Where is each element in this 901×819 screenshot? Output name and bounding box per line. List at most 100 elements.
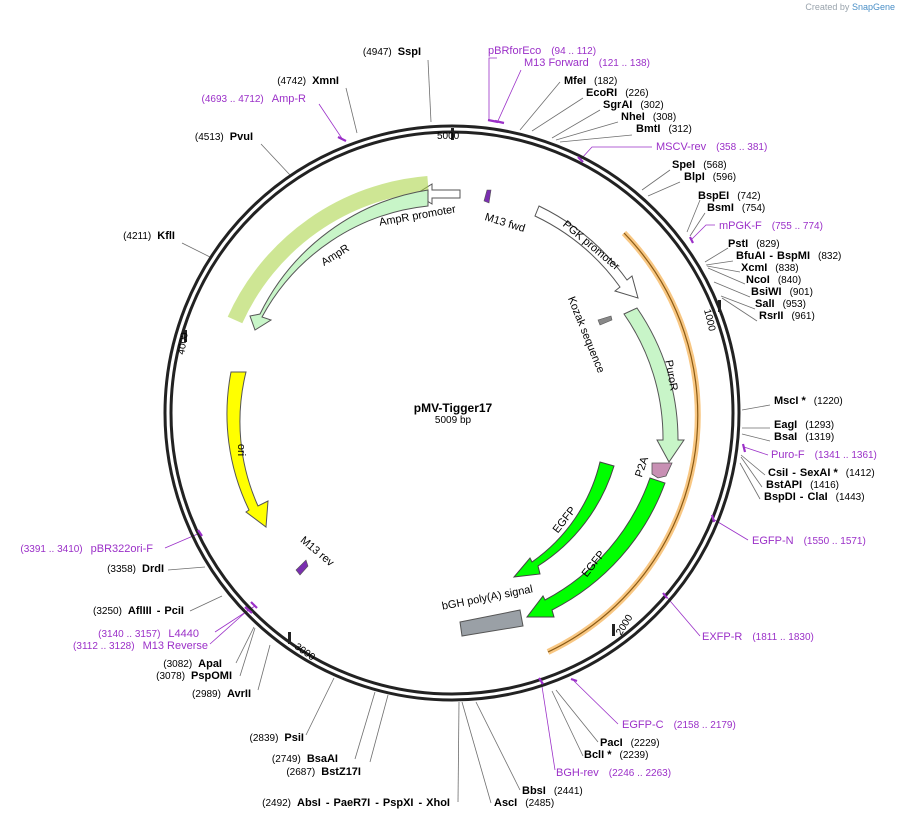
primer-4[interactable]: Puro-F(1341 .. 1361) xyxy=(771,449,877,461)
primer-range: (3391 .. 3410) xyxy=(20,544,82,555)
enzyme-site-35[interactable]: (3078)PspOMI xyxy=(156,670,232,682)
enzyme-site-13[interactable]: PstI(829) xyxy=(728,238,780,250)
enzyme-position: (3250) xyxy=(93,606,122,617)
enzyme-name-2: PciI xyxy=(164,605,184,617)
primer-8[interactable]: BGH-rev(2246 .. 2263) xyxy=(556,767,671,779)
enzyme-site-5[interactable]: EcoRI(226) xyxy=(586,87,649,99)
enzyme-site-26[interactable]: PacI(2229) xyxy=(600,737,660,749)
primer-range: (755 .. 774) xyxy=(772,221,823,232)
pgk-promoter-feature[interactable] xyxy=(534,205,639,299)
primer-range: (358 .. 381) xyxy=(716,142,767,153)
primer-6[interactable]: EXFP-R(1811 .. 1830) xyxy=(702,631,814,643)
snapgene-logo: SnapGene xyxy=(851,2,895,12)
p2a-feature[interactable] xyxy=(651,462,673,479)
primer-3[interactable]: mPGK-F (755 .. 774) xyxy=(719,220,823,232)
enzyme-site-23[interactable]: CsiI-SexAI *(1412) xyxy=(768,467,875,479)
snapgene-credit: Created by SnapGene xyxy=(805,2,895,12)
enzyme-site-38[interactable]: (3358)DrdI xyxy=(107,563,164,575)
enzyme-site-20[interactable]: MscI *(1220) xyxy=(774,395,843,407)
primer-name: BGH-rev xyxy=(556,767,599,779)
puror-feature[interactable] xyxy=(623,307,685,463)
enzyme-site-15[interactable]: XcmI(838) xyxy=(741,262,799,274)
enzyme-site-16[interactable]: NcoI(840) xyxy=(746,274,801,286)
enzyme-position: (1443) xyxy=(836,492,865,503)
primer-name: pBRforEco xyxy=(488,45,541,57)
enzyme-site-12[interactable]: BsmI(754) xyxy=(707,202,765,214)
primer-10[interactable]: (3391 .. 3410)pBR322ori-F xyxy=(20,543,153,555)
enzyme-position: (2839) xyxy=(250,733,279,744)
primer-range: (1341 .. 1361) xyxy=(815,450,877,461)
enzyme-site-14[interactable]: BfuAI-BspMI(832) xyxy=(736,250,841,262)
primer-11[interactable]: (3140 .. 3157)L4440 xyxy=(98,628,199,640)
enzyme-site-37[interactable]: (3250)AflIII-PciI xyxy=(93,605,184,617)
enzyme-site-30[interactable]: (2492)AbsI-PaeR7I-PspXI-XhoI xyxy=(262,797,450,809)
egfp-feature-2[interactable] xyxy=(525,477,666,618)
enzyme-site-25[interactable]: BspDI-ClaI(1443) xyxy=(764,491,865,503)
enzyme-label-1: (4742)XmnI xyxy=(277,75,339,87)
primer-site-mark-10 xyxy=(197,529,203,537)
enzyme-site-19[interactable]: RsrII(961) xyxy=(759,310,815,322)
enzyme-site-22[interactable]: BsaI(1319) xyxy=(774,431,834,443)
kozak-feature[interactable] xyxy=(597,315,613,326)
enzyme-label-23: CsiI-SexAI *(1412) xyxy=(768,467,875,479)
primer-name: mPGK-F xyxy=(719,220,762,232)
enzyme-site-0[interactable]: (4947)SspI xyxy=(363,46,421,58)
enzyme-site-29[interactable]: AscI(2485) xyxy=(494,797,554,809)
primer-2[interactable]: MSCV-rev(358 .. 381) xyxy=(656,141,767,153)
enzyme-position: (3082) xyxy=(163,659,192,670)
enzyme-name: BsaI xyxy=(774,431,797,443)
enzyme-site-7[interactable]: NheI(308) xyxy=(621,111,676,123)
enzyme-site-9[interactable]: SpeI(568) xyxy=(672,159,727,171)
enzyme-label-20: MscI *(1220) xyxy=(774,395,843,407)
primer-9[interactable]: (4693 .. 4712)Amp-R xyxy=(202,93,307,105)
enzyme-site-21[interactable]: EagI(1293) xyxy=(774,419,834,431)
plasmid-size: 5009 bp xyxy=(435,415,472,426)
enzyme-site-36[interactable]: (3082)ApaI xyxy=(163,658,222,670)
primer-site-mark-8 xyxy=(538,677,544,685)
enzyme-site-11[interactable]: BspEI(742) xyxy=(698,190,761,202)
m13-fwd-feature[interactable] xyxy=(483,189,492,204)
enzyme-label-31: (2687)BstZ17I xyxy=(286,766,361,778)
enzyme-site-32[interactable]: (2749)BsaAI xyxy=(272,753,338,765)
enzyme-sep: - xyxy=(157,605,161,617)
primer-7[interactable]: EGFP-C(2158 .. 2179) xyxy=(622,719,736,731)
ampr-feature[interactable] xyxy=(249,189,429,331)
bgh-polya-feature[interactable] xyxy=(459,609,524,637)
enzyme-name: XmnI xyxy=(312,75,339,87)
enzyme-site-27[interactable]: BclI *(2239) xyxy=(584,749,648,761)
ori-feature[interactable] xyxy=(226,371,269,528)
primer-5[interactable]: EGFP-N(1550 .. 1571) xyxy=(752,535,866,547)
enzyme-site-33[interactable]: (2839)PsiI xyxy=(250,732,304,744)
enzyme-label-35: (3078)PspOMI xyxy=(156,670,232,682)
enzyme-name: BsiWI xyxy=(751,286,782,298)
enzyme-site-18[interactable]: SalI(953) xyxy=(755,298,806,310)
primer-0[interactable]: pBRforEco(94 .. 112) xyxy=(488,45,596,57)
egfp-feature-1[interactable] xyxy=(512,461,615,578)
enzyme-position: (1412) xyxy=(846,468,875,479)
m13-rev-feature[interactable] xyxy=(295,559,309,576)
primer-label-5: EGFP-N(1550 .. 1571) xyxy=(752,535,866,547)
enzyme-site-4[interactable]: MfeI(182) xyxy=(564,75,617,87)
enzyme-site-17[interactable]: BsiWI(901) xyxy=(751,286,813,298)
enzyme-site-1[interactable]: (4742)XmnI xyxy=(277,75,339,87)
enzyme-site-34[interactable]: (2989)AvrII xyxy=(192,688,251,700)
enzyme-site-24[interactable]: BstAPI(1416) xyxy=(766,479,839,491)
enzyme-site-28[interactable]: BbsI(2441) xyxy=(522,785,583,797)
enzyme-position: (961) xyxy=(791,311,814,322)
primer-1[interactable]: M13 Forward(121 .. 138) xyxy=(524,57,650,69)
enzyme-label-11: BspEI(742) xyxy=(698,190,761,202)
enzyme-site-3[interactable]: (4211)KflI xyxy=(123,230,175,242)
enzyme-label-17: BsiWI(901) xyxy=(751,286,813,298)
enzyme-label-14: BfuAI-BspMI(832) xyxy=(736,250,841,262)
primer-12[interactable]: (3112 .. 3128)M13 Reverse xyxy=(73,640,208,652)
enzyme-position: (2989) xyxy=(192,689,221,700)
enzyme-name: MfeI xyxy=(564,75,586,87)
enzyme-site-10[interactable]: BlpI(596) xyxy=(684,171,736,183)
enzyme-site-8[interactable]: BmtI(312) xyxy=(636,123,692,135)
enzyme-name: BsaAI xyxy=(307,753,338,765)
enzyme-position: (840) xyxy=(778,275,801,286)
enzyme-site-2[interactable]: (4513)PvuI xyxy=(195,131,253,143)
enzyme-site-6[interactable]: SgrAI(302) xyxy=(603,99,664,111)
enzyme-site-31[interactable]: (2687)BstZ17I xyxy=(286,766,361,778)
